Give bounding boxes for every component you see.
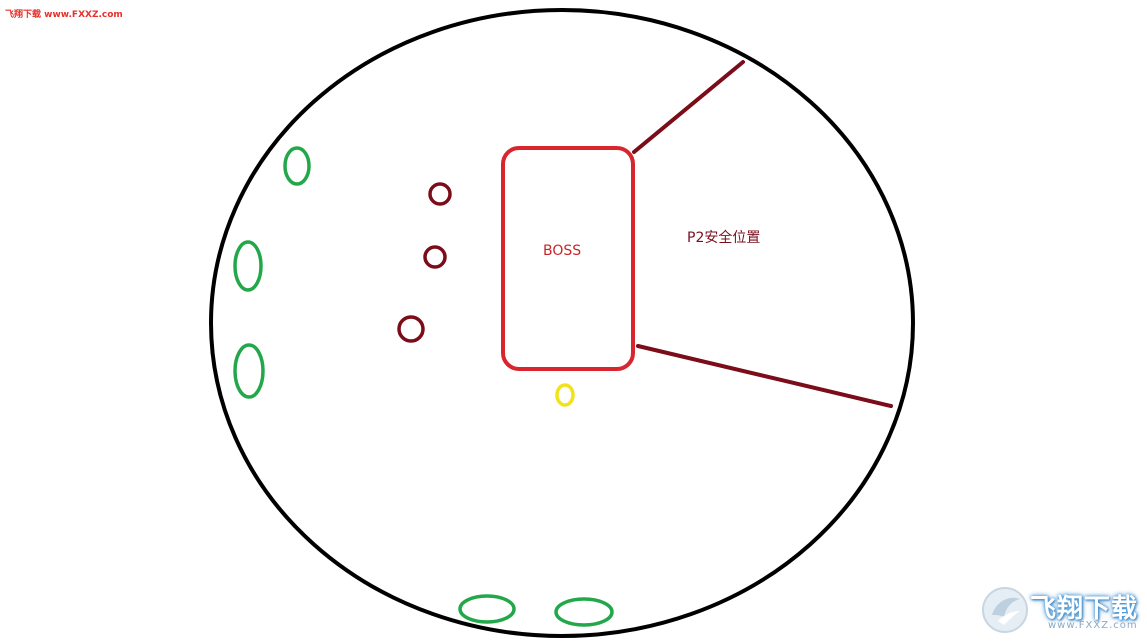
player-marker-green-2 xyxy=(233,240,263,292)
player-marker-green-1 xyxy=(283,146,311,186)
boss-label: BOSS xyxy=(543,243,582,259)
logo-text: 飞翔下载 xyxy=(1030,594,1139,624)
player-marker-green-3 xyxy=(233,343,265,399)
boss-box xyxy=(501,146,635,371)
player-marker-dark-red-2 xyxy=(423,245,447,269)
player-marker-dark-red-1 xyxy=(428,182,452,206)
feixiang-logo-icon xyxy=(982,587,1028,633)
watermark-logo: 飞翔下载 www.FXXZ.com xyxy=(978,583,1144,639)
logo-url: www.FXXZ.com xyxy=(1048,620,1138,631)
arena-circle xyxy=(209,8,915,638)
player-marker-dark-red-3 xyxy=(397,315,425,343)
watermark-top-left: 飞翔下载 www.FXXZ.com xyxy=(5,10,123,20)
player-marker-yellow xyxy=(555,383,575,407)
player-marker-green-4 xyxy=(458,594,516,624)
player-marker-green-5 xyxy=(554,597,614,627)
p2-safe-position-label: P2安全位置 xyxy=(687,230,761,246)
safe-zone-line-lower xyxy=(636,344,893,408)
safe-zone-line-upper xyxy=(632,60,745,154)
